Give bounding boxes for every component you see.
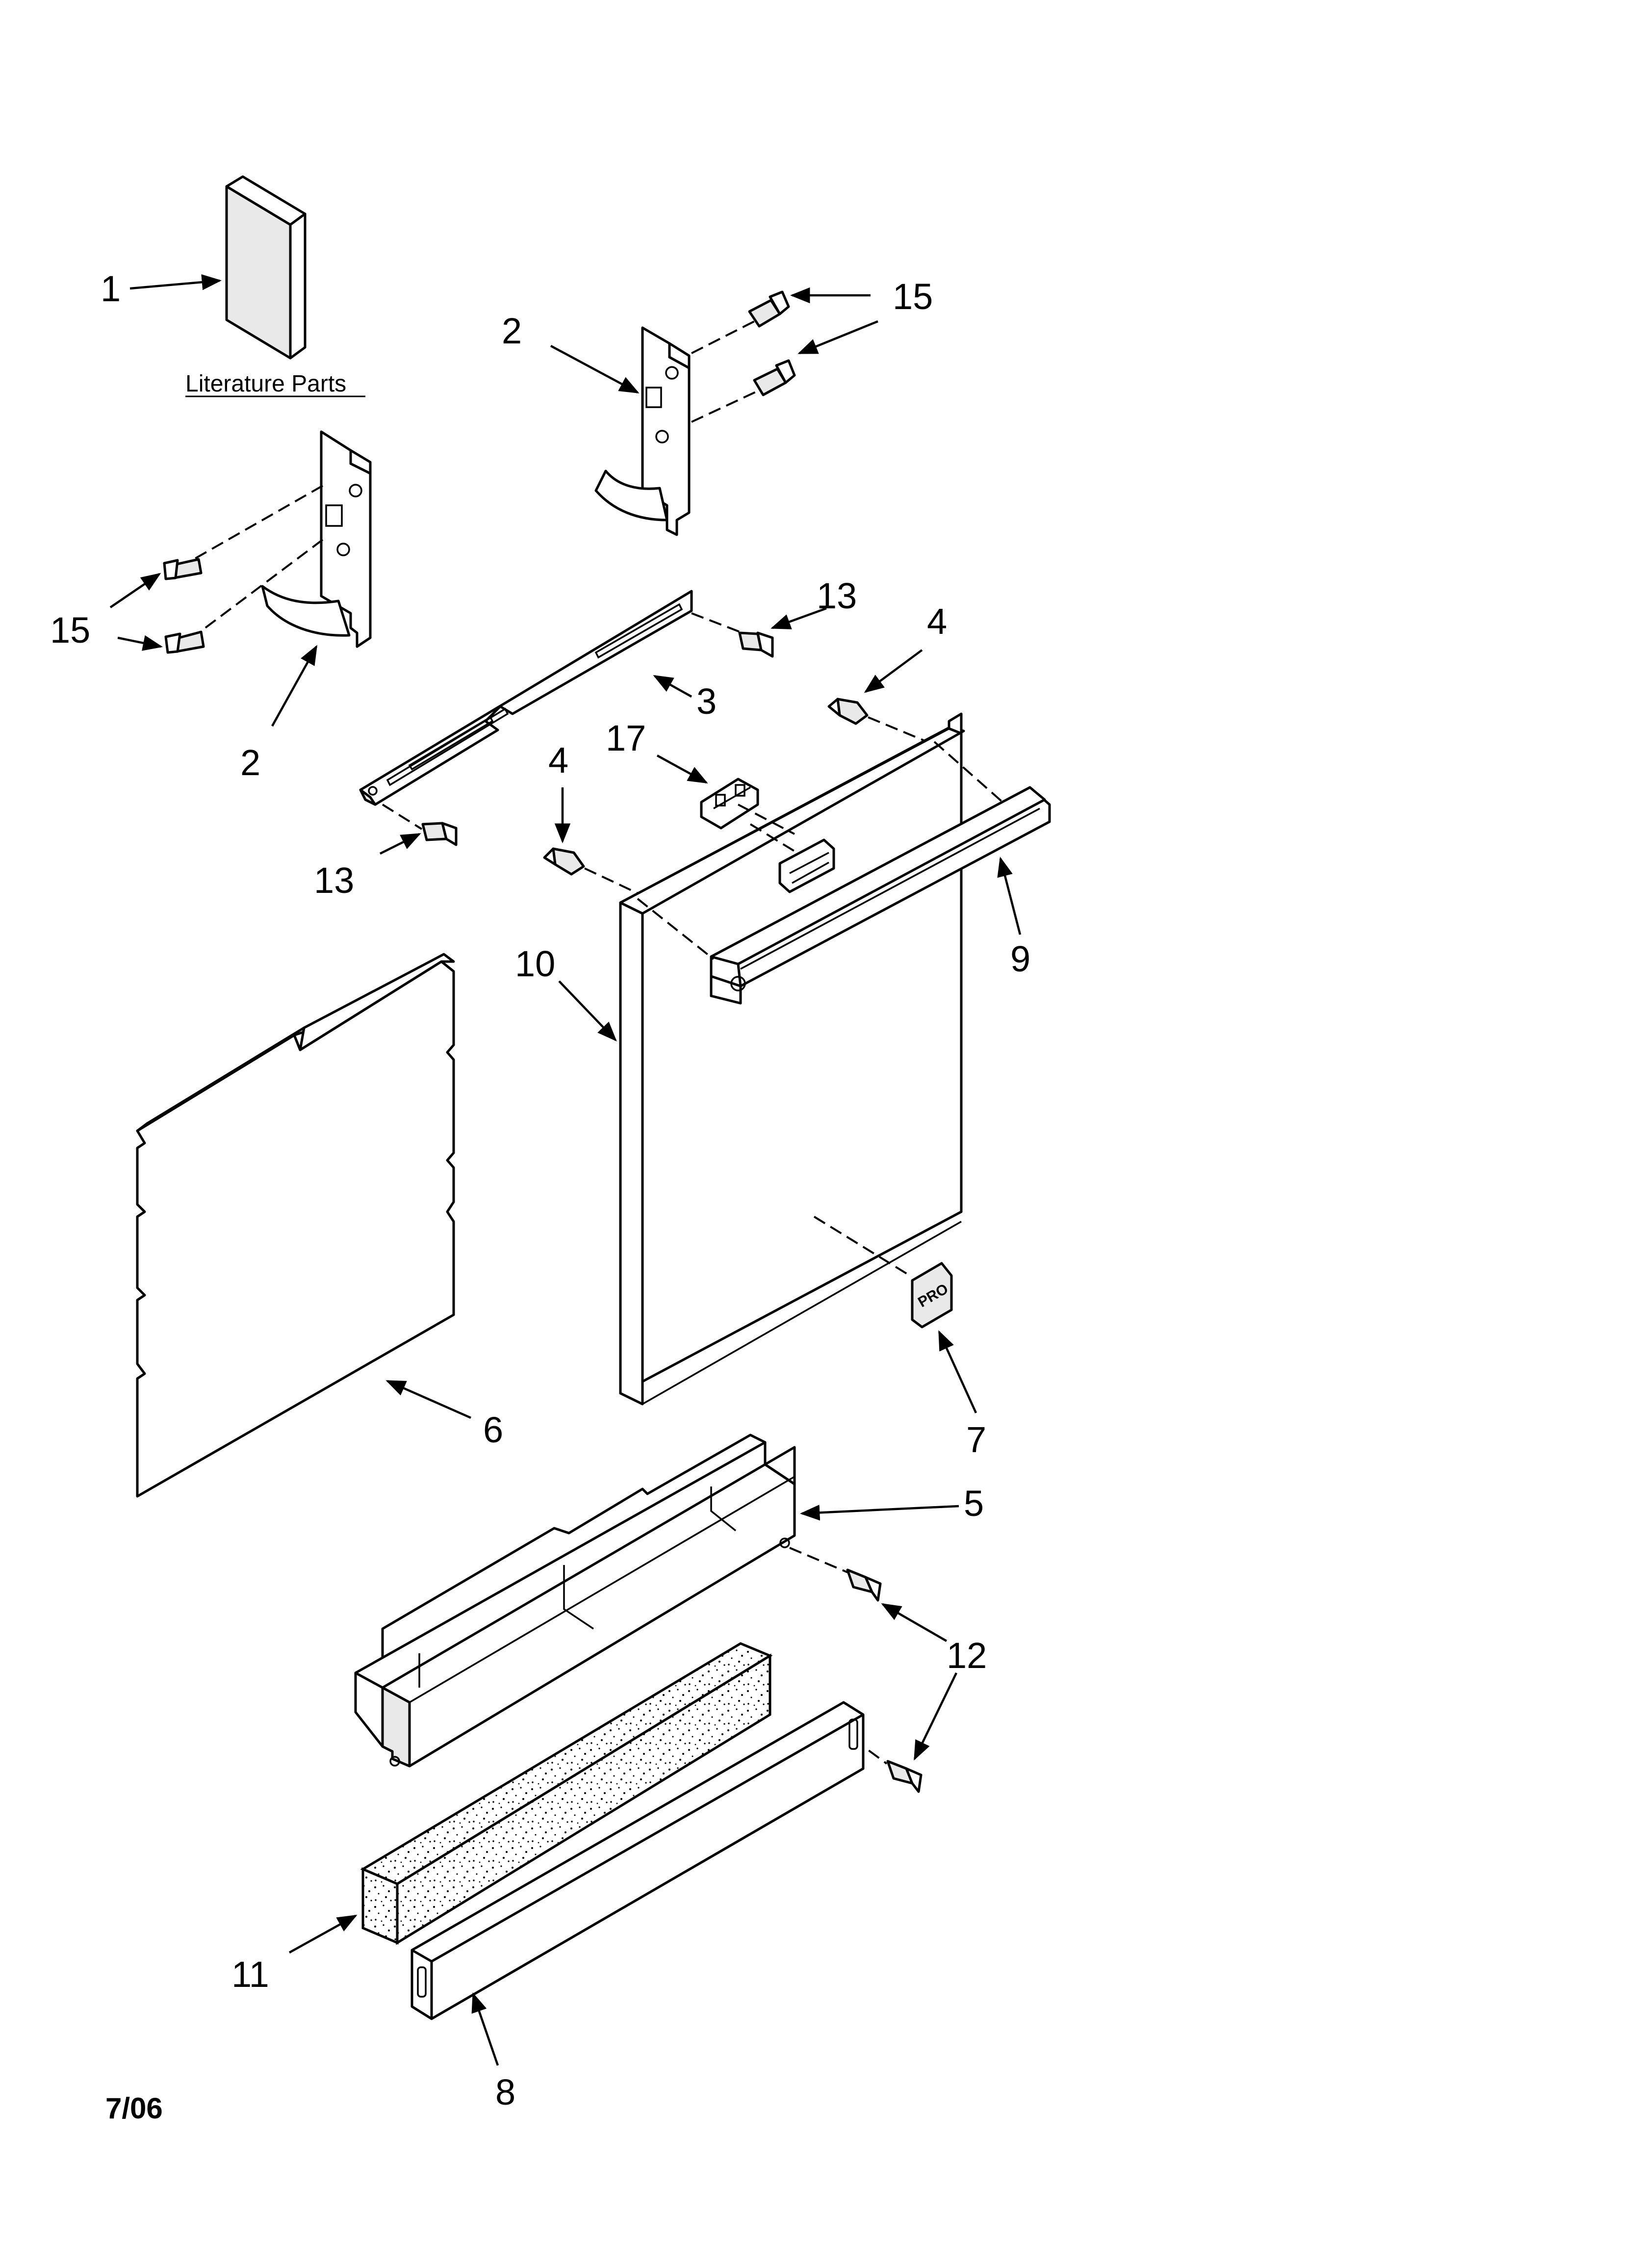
date-code: 7/06 [105, 2092, 163, 2125]
screw-15-upper-b [753, 359, 796, 396]
callout-13b: 13 [314, 860, 354, 901]
callout-2b: 2 [240, 742, 260, 783]
callout-5: 5 [964, 1483, 984, 1524]
toe-panel-bracket [354, 1434, 854, 1768]
side-panel [136, 953, 455, 1498]
screw-4-left [543, 847, 585, 876]
kickplate [410, 1701, 865, 2020]
callout-2a: 2 [502, 311, 522, 351]
callout-4b: 4 [548, 740, 568, 781]
screw-12-upper [846, 1568, 882, 1602]
callout-11: 11 [231, 1954, 269, 1995]
door-handle [637, 741, 1051, 1005]
callout-3: 3 [696, 681, 717, 722]
callout-15b: 15 [50, 610, 90, 651]
callout-17: 17 [606, 718, 646, 758]
callout-7: 7 [966, 1419, 986, 1460]
callout-6: 6 [483, 1409, 503, 1450]
screw-15-upper-a [748, 290, 790, 328]
screw-12-lower [886, 1760, 923, 1793]
hinge-bracket-right [594, 318, 766, 536]
callout-9: 9 [1010, 938, 1030, 979]
mounting-rail [359, 590, 756, 830]
callout-12: 12 [947, 1635, 987, 1676]
foam-insulation [360, 1642, 773, 1945]
callout-10: 10 [515, 943, 555, 984]
hinge-bracket-left [193, 430, 372, 648]
hinge-clip [700, 778, 795, 852]
literature-booklet: 1 Literature Parts [101, 175, 365, 397]
callout-13a: 13 [817, 575, 857, 616]
callout-4a: 4 [927, 601, 947, 642]
literature-parts-label: Literature Parts [185, 371, 346, 397]
screw-13-upper [738, 631, 774, 658]
callout-8: 8 [495, 2072, 515, 2112]
screw-15-lower-b [164, 630, 205, 654]
nameplate: PRO [813, 1216, 953, 1329]
callout-1: 1 [101, 268, 121, 309]
callout-15a: 15 [893, 276, 933, 317]
screw-15-lower-a [163, 558, 203, 580]
screw-13-lower [421, 822, 458, 846]
screw-4-right [827, 698, 869, 725]
